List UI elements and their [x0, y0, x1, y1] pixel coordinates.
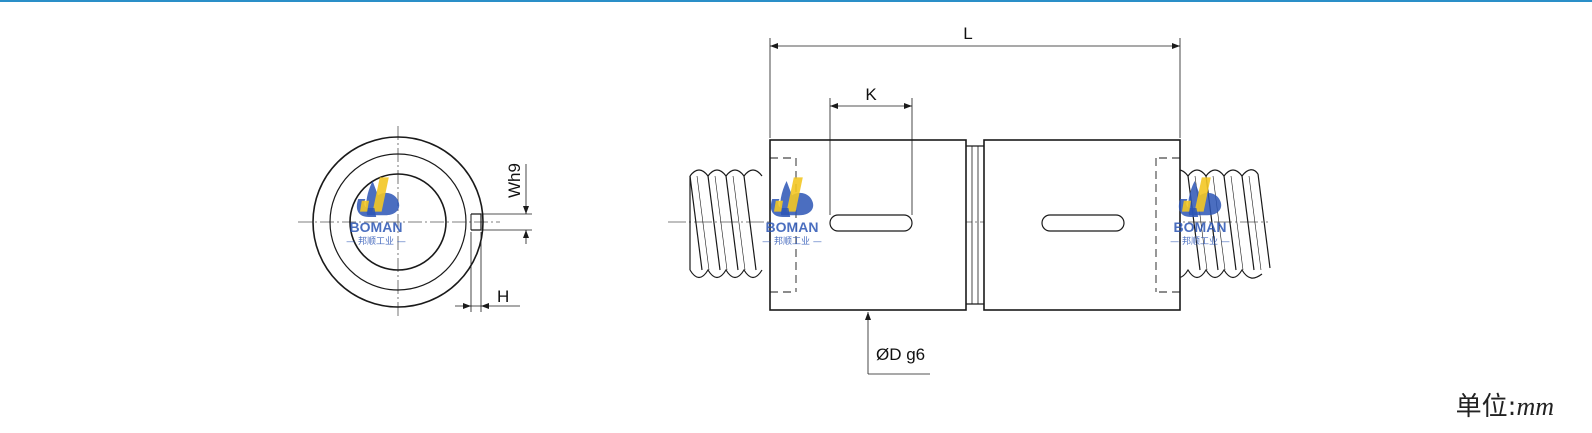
- keyway-slot: [471, 213, 482, 231]
- right-screw-thread: [1169, 169, 1271, 279]
- dim-h-label: H: [497, 287, 509, 306]
- inner-circle: [349, 173, 447, 271]
- boman-logo-icon: [1178, 177, 1222, 217]
- nut-body-right: [983, 139, 1181, 311]
- unit-label: 单位:mm: [1456, 386, 1554, 423]
- side-view: [668, 38, 1271, 375]
- outer-circle: [312, 136, 484, 308]
- watermark-brand-cn: — 邦顺工业 —: [1170, 235, 1230, 247]
- unit-value: mm: [1516, 392, 1554, 421]
- nut-body-left: [769, 139, 967, 311]
- boman-logo-icon: [356, 177, 400, 217]
- end-view: [298, 126, 532, 318]
- watermark-brand-cn: — 邦顺工业 —: [346, 235, 406, 247]
- keyway-slot-right: [1041, 214, 1125, 232]
- left-screw-thread: [689, 169, 763, 279]
- watermark-brand: BOMAN: [350, 219, 403, 235]
- watermark-brand: BOMAN: [1174, 219, 1227, 235]
- top-rule: [0, 0, 1592, 2]
- watermark-brand-cn: — 邦顺工业 —: [762, 235, 822, 247]
- keyway-slot-left: [829, 214, 913, 232]
- unit-prefix: 单位:: [1455, 392, 1517, 422]
- middle-circle: [329, 153, 467, 291]
- dim-od-label: ØD g6: [876, 345, 925, 364]
- dim-l-label: L: [963, 24, 972, 43]
- watermark-brand: BOMAN: [766, 219, 819, 235]
- dim-k-label: K: [865, 85, 877, 104]
- dim-wh9-label: Wh9: [505, 163, 524, 198]
